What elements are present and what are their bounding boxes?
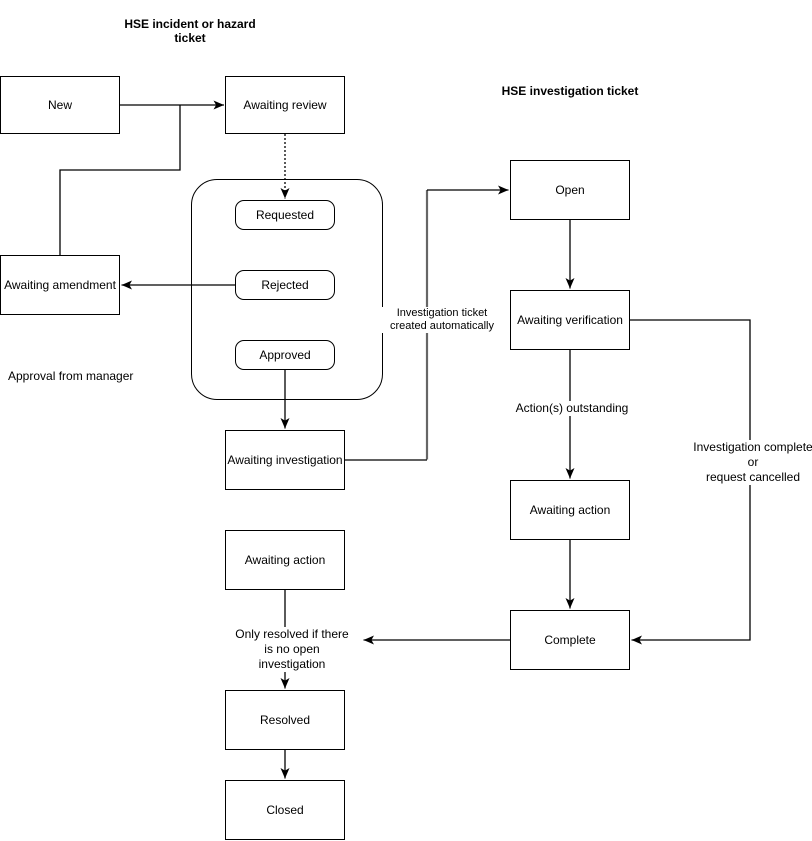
node-awaiting-investigation-label: Awaiting investigation [227,453,343,467]
label-actions-outstanding: Action(s) outstanding [508,401,636,416]
node-requested-label: Requested [255,208,315,222]
node-complete: Complete [510,610,630,670]
label-investigation-complete: Investigation complete or request cancel… [686,440,812,485]
node-awaiting-amendment-label: Awaiting amendment [4,278,116,292]
node-new-label: New [47,98,72,112]
label-only-resolved: Only resolved if there is no open invest… [228,627,356,672]
node-resolved-label: Resolved [259,713,311,727]
label-investigation-ticket-created: Investigation ticket created automatical… [381,307,503,333]
node-new: New [0,76,120,134]
node-awaiting-review-label: Awaiting review [243,98,327,112]
node-awaiting-action-right-label: Awaiting action [529,503,611,517]
node-awaiting-amendment: Awaiting amendment [0,255,120,315]
node-requested: Requested [235,200,335,230]
node-closed: Closed [225,780,345,840]
node-awaiting-action-left-label: Awaiting action [244,553,326,567]
label-approval-from-manager: Approval from manager [8,369,134,383]
node-open-label: Open [555,183,585,197]
node-awaiting-investigation: Awaiting investigation [225,430,345,490]
node-approved: Approved [235,340,335,370]
node-approved-label: Approved [259,348,311,362]
title-hse-incident-ticket: HSE incident or hazard ticket [124,17,256,45]
node-awaiting-action-right: Awaiting action [510,480,630,540]
node-rejected: Rejected [235,270,335,300]
node-awaiting-review: Awaiting review [225,76,345,134]
node-closed-label: Closed [266,803,304,817]
node-awaiting-verification: Awaiting verification [510,290,630,350]
node-resolved: Resolved [225,690,345,750]
node-rejected-label: Rejected [261,278,309,292]
title-hse-investigation-ticket: HSE investigation ticket [501,84,639,98]
node-awaiting-verification-label: Awaiting verification [517,313,623,327]
node-awaiting-action-left: Awaiting action [225,530,345,590]
node-complete-label: Complete [544,633,596,647]
node-open: Open [510,160,630,220]
